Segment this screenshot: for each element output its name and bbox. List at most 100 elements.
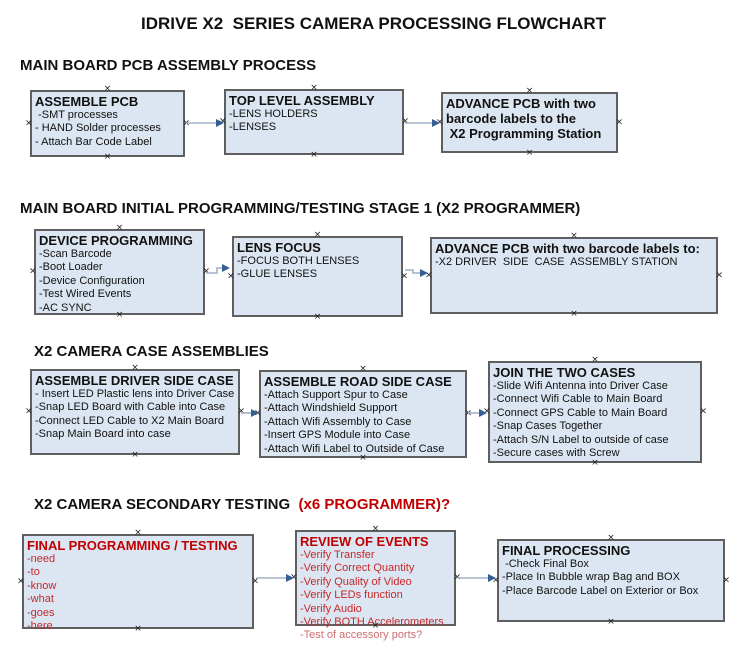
- connection-handle-icon: ×: [464, 408, 472, 419]
- connection-handle-icon: ×: [219, 116, 227, 127]
- box-title: REVIEW OF EVENTS: [300, 534, 429, 549]
- box-item: -Device Configuration: [39, 274, 145, 287]
- connection-handle-icon: ×: [615, 117, 623, 127]
- box-item: -what: [27, 593, 54, 606]
- box-item: -Attach Wifi Assembly to Case: [264, 415, 412, 428]
- connection-handle-icon: ×: [29, 266, 37, 277]
- box-title: FINAL PROCESSING: [502, 543, 631, 558]
- flow-arrow: [405, 269, 428, 277]
- box-item: -Attach Support Spur to Case: [264, 389, 408, 401]
- box-item: -Connect Wifi Cable to Main Board: [493, 393, 663, 406]
- flow-box-review-of-events: REVIEW OF EVENTS -Verify Transfer-Verify…: [290, 525, 461, 642]
- box-items: -Verify Transfer-Verify Correct Quantity…: [300, 549, 451, 643]
- flow-arrow: [206, 264, 230, 274]
- connection-handle-icon: ×: [131, 450, 139, 460]
- box-item: -Attach Windshield Support: [264, 402, 398, 415]
- connection-handle-icon: ×: [131, 363, 139, 373]
- box-item: -Place Barcode Label on Exterior or Box: [502, 584, 699, 597]
- flow-box-assemble-pcb: ASSEMBLE PCB -SMT processes- HAND Solder…: [25, 85, 190, 162]
- connection-handle-icon: ×: [182, 118, 190, 128]
- box-title: ASSEMBLE DRIVER SIDE CASE: [35, 373, 234, 388]
- box-item: -Boot Loader: [39, 261, 103, 274]
- box-title: JOIN THE TWO CASES: [493, 365, 636, 380]
- box-item: -AC SYNC: [39, 301, 92, 314]
- connection-handle-icon: ×: [570, 309, 578, 319]
- flow-arrow: [186, 119, 224, 127]
- section-heading-pcb-assembly: MAIN BOARD PCB ASSEMBLY PROCESS: [20, 57, 317, 74]
- connection-handle-icon: ×: [401, 116, 409, 127]
- box-item: -Attach Wifi Label to Outside of Case: [264, 442, 445, 455]
- connection-handle-icon: ×: [570, 231, 578, 241]
- connection-handle-icon: ×: [237, 406, 245, 417]
- connection-handle-icon: ×: [310, 83, 318, 93]
- section-heading-red-text: (x6 PROGRAMMER)?: [290, 496, 451, 513]
- connection-handle-icon: ×: [607, 617, 615, 627]
- box-item: -Place In Bubble wrap Bag and BOX: [502, 571, 680, 584]
- box-item: -Test of accessory ports?: [300, 629, 423, 642]
- connection-handle-icon: ×: [722, 575, 730, 585]
- connection-handle-icon: ×: [359, 364, 367, 374]
- box-item: -Snap Main Board into case: [35, 428, 171, 441]
- connection-handle-icon: ×: [290, 572, 298, 583]
- connection-handle-icon: ×: [453, 572, 461, 583]
- connection-handle-icon: ×: [525, 148, 534, 158]
- box-item: -GLUE LENSES: [237, 268, 318, 281]
- flow-arrow: [241, 409, 259, 417]
- box-items: -SMT processes- HAND Solder processes- A…: [35, 109, 180, 149]
- connection-handle-icon: ×: [115, 223, 124, 233]
- section-heading-text: X2 CAMERA SECONDARY TESTING: [34, 496, 291, 513]
- flow-box-device-programming: DEVICE PROGRAMMING -Scan Barcode-Boot Lo…: [29, 224, 210, 320]
- box-item: -Test Wired Events: [39, 288, 132, 301]
- box-item: -Scan Barcode: [39, 248, 112, 260]
- box-items: -Attach Support Spur to Case-Attach Wind…: [264, 389, 462, 456]
- box-item: -Verify LEDs function: [300, 589, 403, 602]
- page-title: IDRIVE X2 SERIES CAMERA PROCESSING FLOWC…: [140, 14, 607, 33]
- connection-handle-icon: ×: [134, 528, 142, 538]
- connection-handle-icon: ×: [492, 575, 500, 585]
- connection-handle-icon: ×: [436, 117, 444, 127]
- connection-handle-icon: ×: [699, 406, 707, 417]
- box-title: LENS FOCUS: [237, 240, 321, 255]
- box-item: -Attach S/N Label to outside of case: [493, 433, 669, 446]
- box-title: ADVANCE PCB with two barcode labels to t…: [446, 96, 602, 141]
- box-item: - Attach Bar Code Label: [35, 135, 152, 148]
- flow-arrow: [256, 574, 294, 582]
- box-items: -Slide Wifi Antenna into Driver Case-Con…: [493, 380, 697, 460]
- connection-handle-icon: ×: [25, 118, 33, 128]
- box-item: -X2 DRIVER SIDE CASE ASSEMBLY STATION: [435, 256, 678, 268]
- box-items: -Scan Barcode-Boot Loader-Device Configu…: [39, 248, 200, 315]
- connection-handle-icon: ×: [313, 230, 322, 240]
- box-title: ASSEMBLE PCB: [35, 94, 139, 109]
- box-item: - Insert LED Plastic lens into Driver Ca…: [35, 388, 235, 400]
- box-item: -here: [27, 620, 53, 633]
- box-item: -SMT processes: [35, 109, 118, 121]
- box-item: -Slide Wifi Antenna into Driver Case: [493, 380, 668, 392]
- box-title: ASSEMBLE ROAD SIDE CASE: [264, 374, 452, 389]
- flow-box-final-programming-testing: FINAL PROGRAMMING / TESTING -need-to-kno…: [17, 529, 259, 634]
- box-items: -FOCUS BOTH LENSES-GLUE LENSES: [237, 255, 398, 282]
- box-item: -Snap Cases Together: [493, 420, 603, 433]
- connection-handle-icon: ×: [371, 524, 380, 534]
- flow-arrow: [405, 119, 440, 127]
- connection-handle-icon: ×: [17, 576, 25, 586]
- box-item: - HAND Solder processes: [35, 122, 161, 135]
- connection-handle-icon: ×: [715, 270, 723, 280]
- connection-handle-icon: ×: [251, 576, 259, 586]
- connection-handle-icon: ×: [202, 266, 210, 277]
- flow-box-final-processing: FINAL PROCESSING -Check Final Box-Place …: [492, 534, 730, 627]
- flow-box-join-the-two-cases: JOIN THE TWO CASES -Slide Wifi Antenna i…: [483, 356, 707, 468]
- box-item: -Secure cases with Screw: [493, 447, 620, 460]
- connection-handle-icon: ×: [103, 84, 112, 94]
- box-item: -Connect GPS Cable to Main Board: [493, 406, 668, 419]
- connection-handle-icon: ×: [313, 312, 322, 322]
- flow-arrow: [458, 574, 496, 582]
- connection-handle-icon: ×: [103, 152, 112, 162]
- box-item: -Verify Quality of Video: [300, 575, 412, 588]
- flow-box-advance-pcb-driver-side-station: ADVANCE PCB with two barcode labels to: …: [425, 232, 723, 319]
- connection-handle-icon: ×: [25, 406, 33, 417]
- box-item: -need: [27, 553, 56, 565]
- box-items: -X2 DRIVER SIDE CASE ASSEMBLY STATION: [435, 256, 713, 269]
- box-item: -LENS HOLDERS: [229, 108, 318, 120]
- connection-handle-icon: ×: [607, 533, 615, 543]
